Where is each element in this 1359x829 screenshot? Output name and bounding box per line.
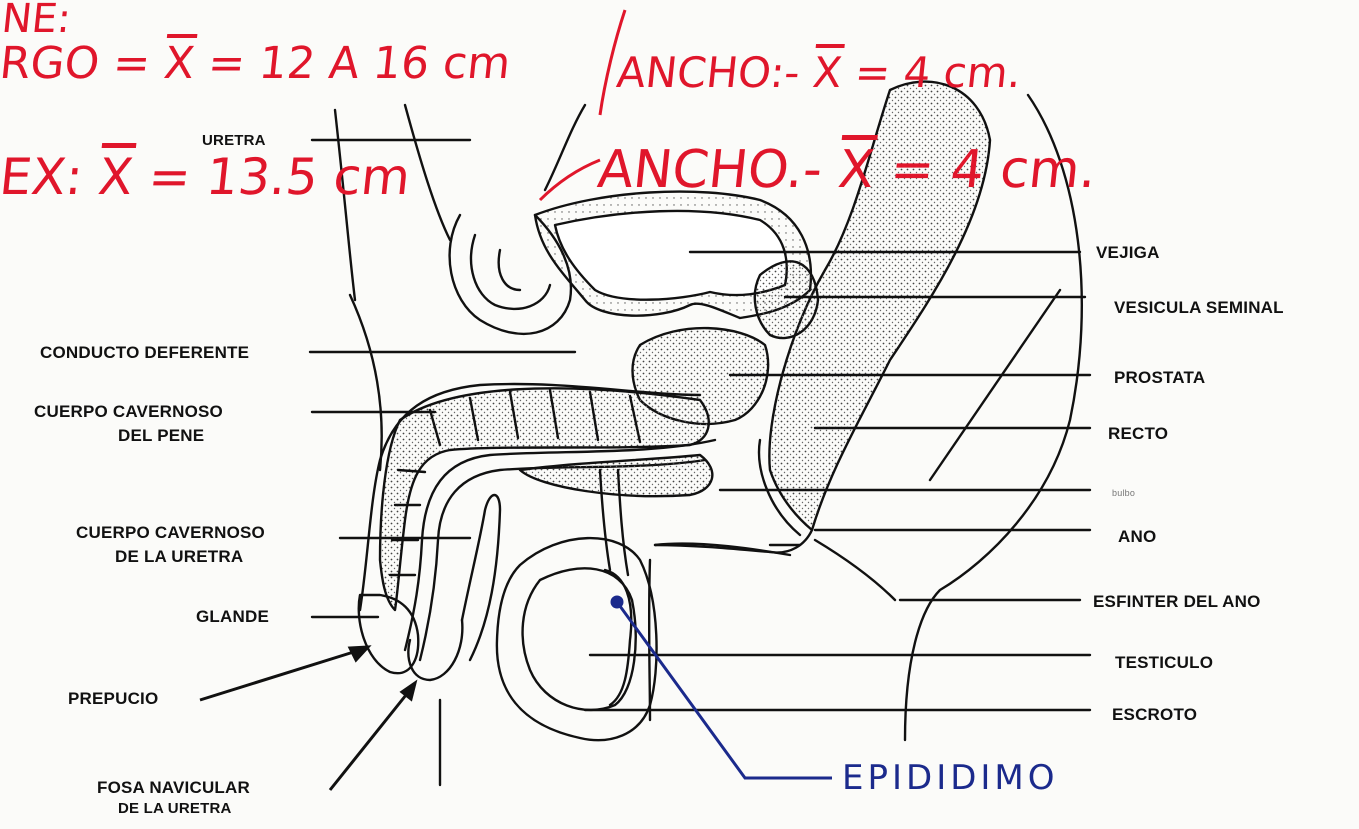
label-glande: GLANDE	[196, 607, 269, 626]
label-cuerpo-cavernoso-uretra-2: DE LA URETRA	[115, 547, 243, 566]
label-escroto: ESCROTO	[1112, 705, 1197, 724]
label-bulbo: bulbo	[1112, 484, 1135, 503]
label-uretra: URETRA	[202, 131, 266, 150]
label-recto: RECTO	[1108, 424, 1168, 443]
label-fosa-navicular-2: DE LA URETRA	[118, 799, 232, 818]
label-cuerpo-cavernoso-pene-2: DEL PENE	[118, 426, 204, 445]
label-epididimo: EPIDIDIMO	[842, 758, 1059, 798]
label-ano: ANO	[1118, 527, 1156, 546]
label-cuerpo-cavernoso-pene-1: CUERPO CAVERNOSO	[34, 402, 223, 421]
label-testiculo: TESTICULO	[1115, 653, 1213, 672]
label-vejiga: VEJIGA	[1096, 243, 1160, 262]
label-esfinter-del-ano: ESFINTER DEL ANO	[1093, 592, 1261, 611]
label-prostata: PROSTATA	[1114, 368, 1205, 387]
label-vesicula-seminal: VESICULA SEMINAL	[1114, 298, 1284, 317]
label-cuerpo-cavernoso-uretra-1: CUERPO CAVERNOSO	[76, 523, 265, 542]
label-conducto-deferente: CONDUCTO DEFERENTE	[40, 343, 249, 362]
label-fosa-navicular-1: FOSA NAVICULAR	[97, 778, 250, 797]
label-prepucio: PREPUCIO	[68, 689, 158, 708]
